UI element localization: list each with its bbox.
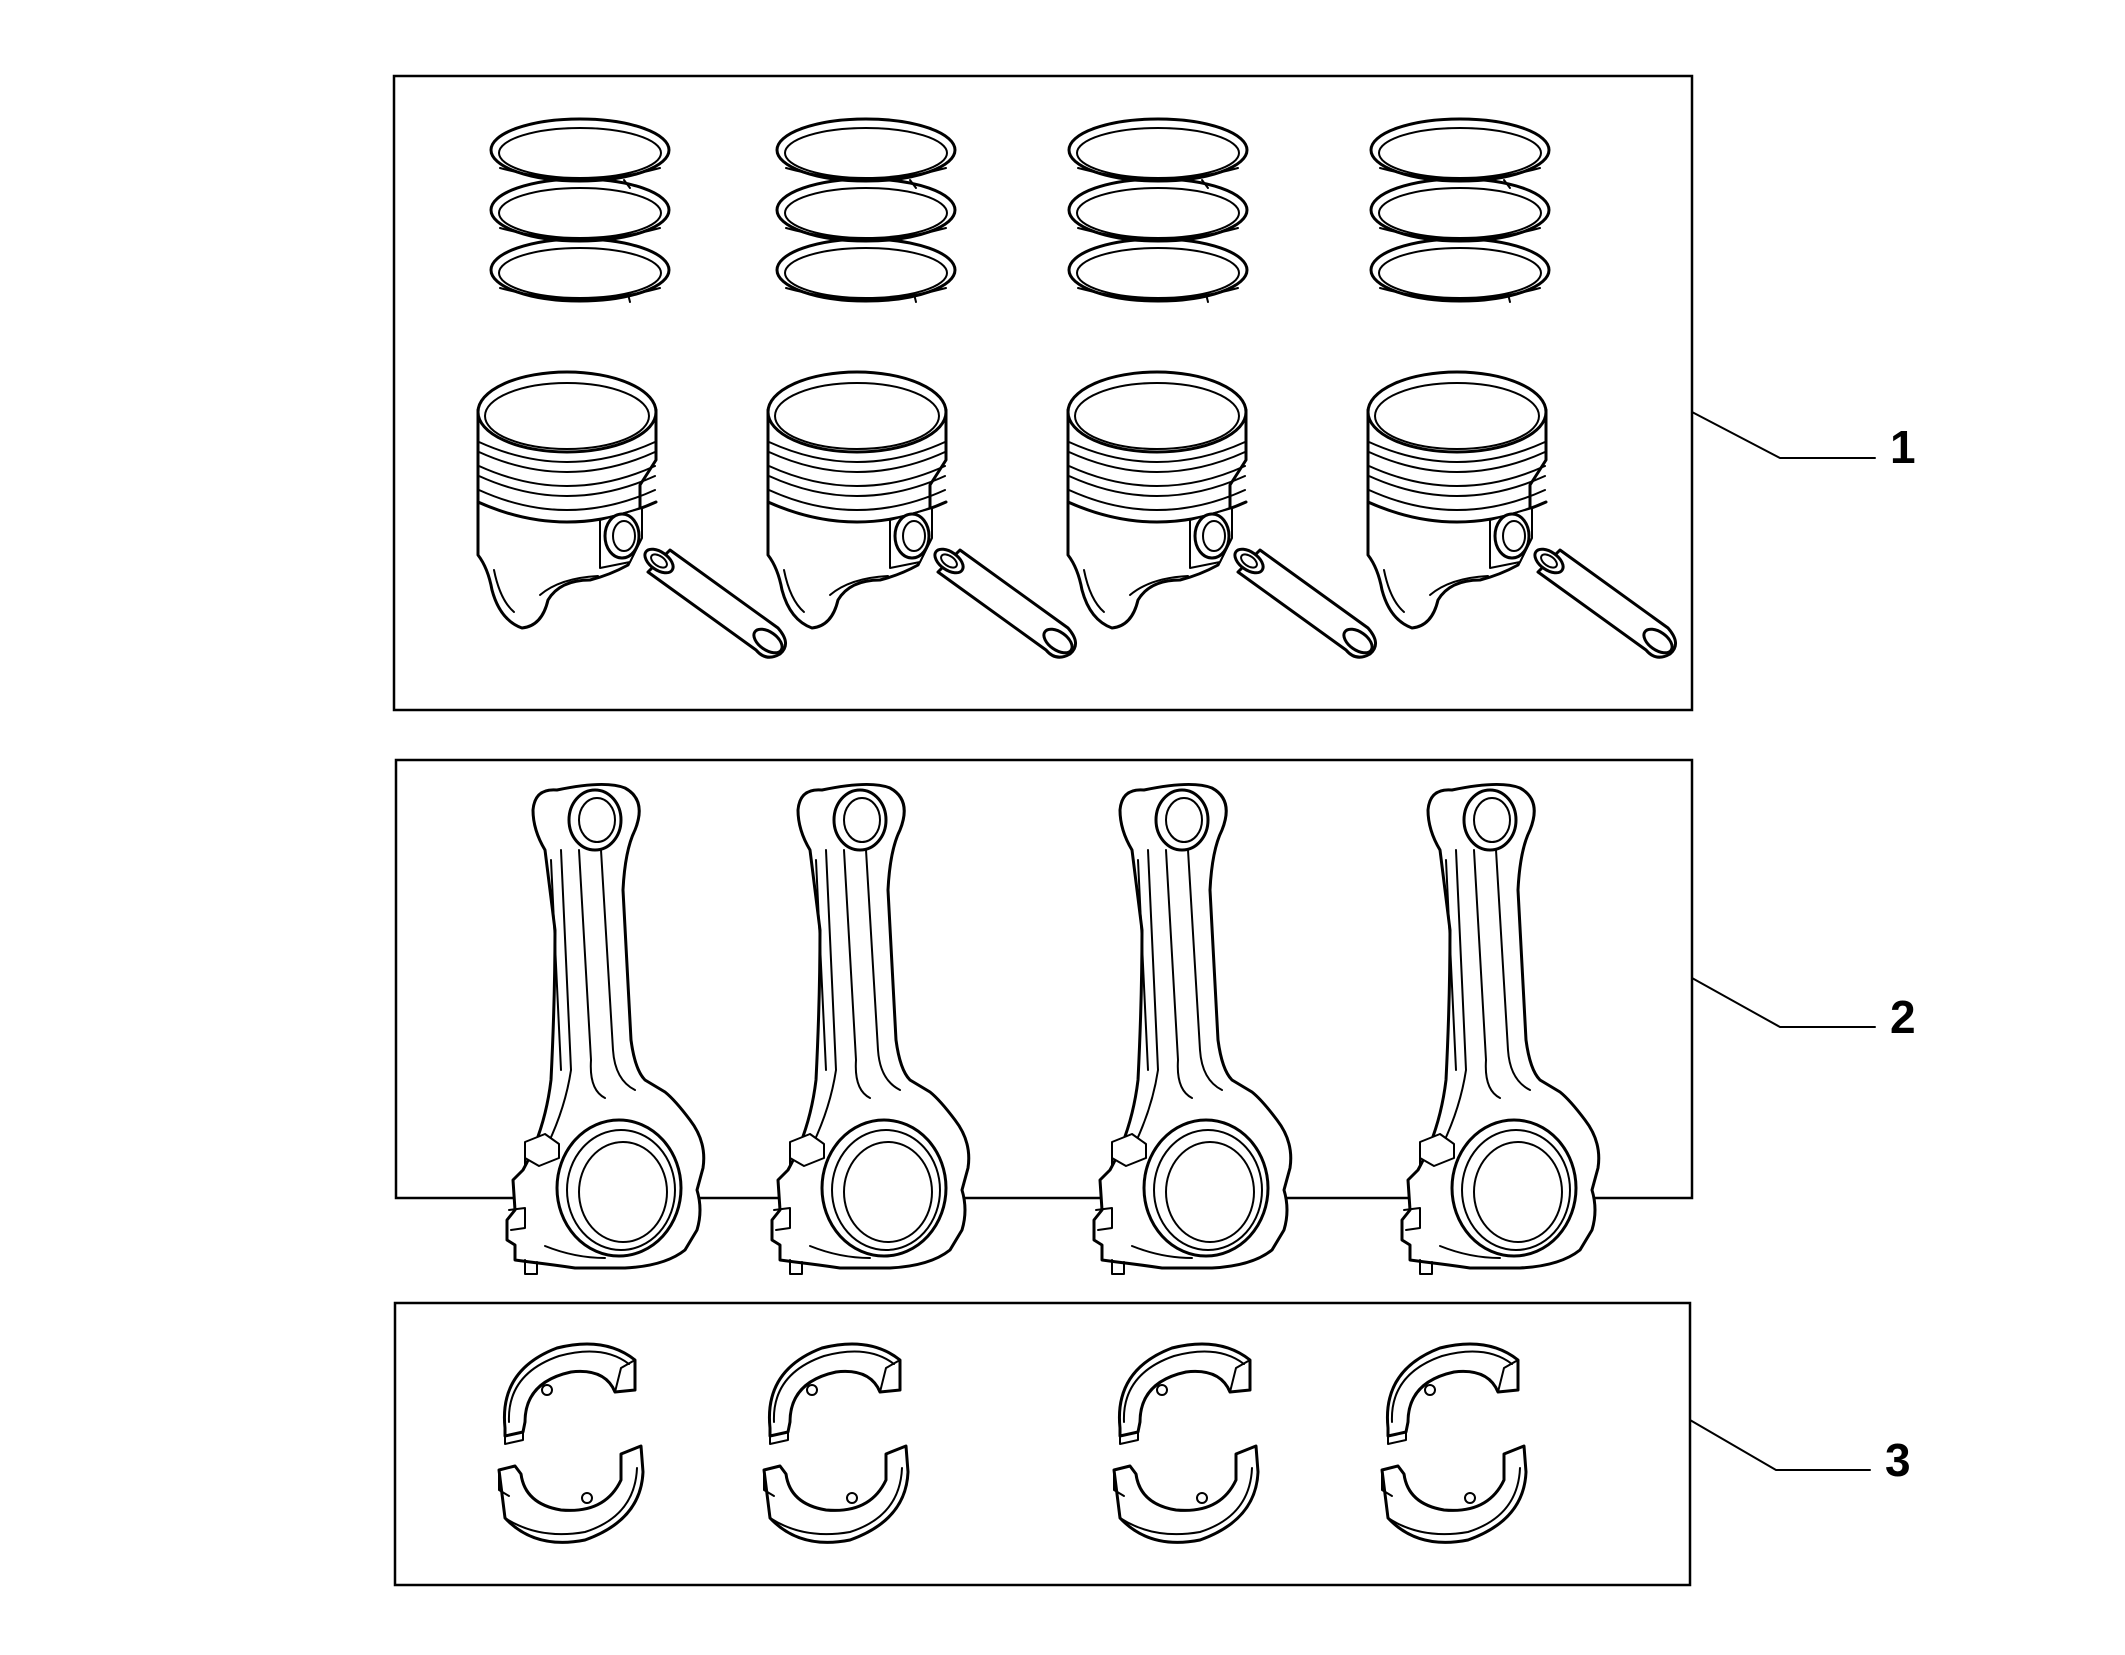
piston-kit-box (392, 74, 1694, 712)
callout-3[interactable]: 3 (1689, 1419, 1911, 1486)
bearing-group (393, 1301, 1692, 1587)
piston-pin-icon (639, 542, 788, 660)
bearing-shell-pair-icon (1380, 1342, 1528, 1544)
piston-ring-set-icon (489, 117, 671, 304)
piston-icon (476, 370, 658, 630)
piston-icon (1066, 370, 1248, 630)
piston-ring-set-icon (1369, 117, 1551, 304)
bearing-shell-pair-icon (497, 1342, 645, 1544)
bearing-shell-pair-icon (762, 1342, 910, 1544)
piston-set-4 (1366, 117, 1678, 660)
connecting-rod-icon (770, 782, 971, 1276)
piston-set-1 (476, 117, 788, 660)
piston-kit-group (392, 74, 1694, 712)
callout-leader-1 (1691, 411, 1876, 459)
piston-pin-icon (1229, 542, 1378, 660)
connecting-rod-group (394, 758, 1694, 1276)
bearing-box (393, 1301, 1692, 1587)
piston-pin-icon (929, 542, 1078, 660)
piston-set-2 (766, 117, 1078, 660)
bearing-shell-pair-icon (1112, 1342, 1260, 1544)
piston-icon (1366, 370, 1548, 630)
piston-pin-icon (1529, 542, 1678, 660)
piston-set-3 (1066, 117, 1378, 660)
connecting-rod-icon (505, 782, 706, 1276)
connecting-rod-icon (1400, 782, 1601, 1276)
callout-number-2: 2 (1890, 991, 1916, 1043)
connecting-rod-icon (1092, 782, 1293, 1276)
callout-2[interactable]: 2 (1691, 977, 1916, 1043)
callout-number-1: 1 (1890, 421, 1916, 473)
piston-ring-set-icon (1067, 117, 1249, 304)
callout-1[interactable]: 1 (1691, 411, 1916, 473)
callout-number-3: 3 (1885, 1434, 1911, 1486)
callout-leader-3 (1689, 1419, 1871, 1471)
callout-leader-2 (1691, 977, 1876, 1028)
piston-ring-set-icon (775, 117, 957, 304)
piston-icon (766, 370, 948, 630)
